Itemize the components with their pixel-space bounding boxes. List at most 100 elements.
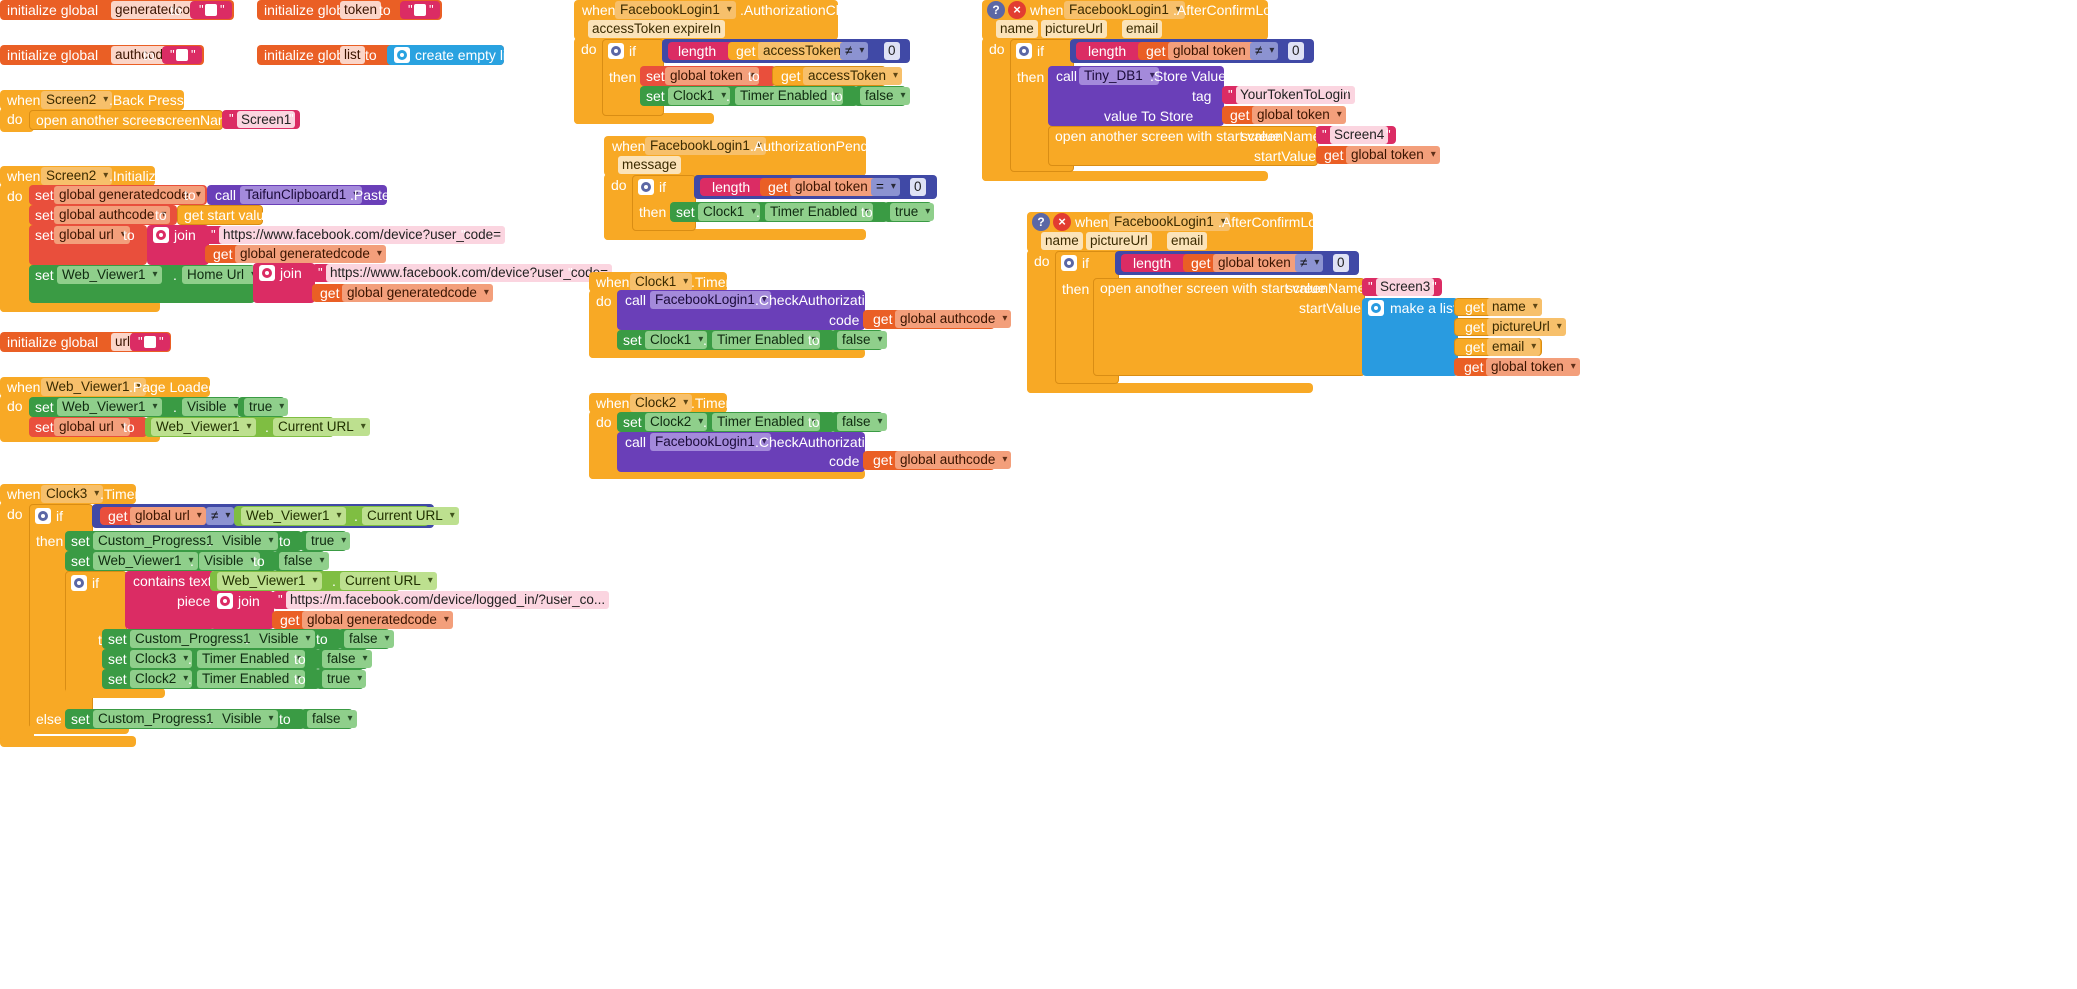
call-tinydb-store-value[interactable]: call Tiny_DB1 .Store Value tag value To … <box>1048 66 1226 126</box>
boolean-dropdown[interactable]: true <box>306 532 351 550</box>
open-screen-with-value[interactable]: open another screen with start value scr… <box>1048 126 1320 166</box>
init-global-authcode[interactable]: initialize global authcode to " " <box>0 45 204 65</box>
component-dropdown[interactable]: Web_Viewer1 <box>41 378 146 396</box>
component-dropdown[interactable]: FacebookLogin1 <box>1109 213 1230 231</box>
set-global-url[interactable]: set global url to <box>29 417 147 437</box>
variable-dropdown[interactable]: pictureUrl <box>1487 318 1566 336</box>
open-another-screen-block[interactable]: open another screen screenName <box>29 110 237 130</box>
global-name-field[interactable]: url <box>111 333 135 351</box>
empty-text-field[interactable] <box>205 4 217 16</box>
length-block[interactable]: length get global token <box>700 178 884 196</box>
variable-dropdown[interactable]: global url <box>54 226 130 244</box>
property-dropdown[interactable]: Current URL <box>273 418 370 436</box>
param-name[interactable]: name <box>1041 232 1083 250</box>
boolean-dropdown[interactable]: false <box>837 413 887 431</box>
set-webviewer-homeurl[interactable]: set Web_Viewer1 . Home Url to <box>29 265 271 303</box>
property-dropdown[interactable]: Current URL <box>340 572 437 590</box>
contains-text-block[interactable]: contains text piece <box>125 571 215 629</box>
property-dropdown[interactable]: Visible <box>217 710 278 728</box>
text-value[interactable]: Screen1 <box>237 111 296 128</box>
empty-text-block[interactable]: " " <box>400 1 440 19</box>
mutator-gear-icon[interactable] <box>71 575 87 591</box>
boolean-false-block[interactable]: false <box>831 330 887 350</box>
component-dropdown[interactable]: Clock3 <box>41 485 104 503</box>
set-progress-visible[interactable]: set Custom_Progress1 . Visible to <box>65 531 302 551</box>
init-global-token[interactable]: initialize global token to " " <box>257 0 442 20</box>
get-global-token[interactable]: get global token <box>1138 42 1262 60</box>
get-access-token[interactable]: get accessToken <box>772 66 903 86</box>
boolean-false-block[interactable]: false <box>831 412 887 432</box>
param-access-token[interactable]: accessToken <box>588 20 675 38</box>
make-a-list-block[interactable]: make a list <box>1362 298 1458 376</box>
property-dropdown[interactable]: Timer Enabled <box>712 331 821 349</box>
set-global-generatedcode[interactable]: set global generatedcode to <box>29 185 207 205</box>
text-block[interactable]: " https://www.facebook.com/device?user_c… <box>205 226 506 244</box>
compare-ne-block[interactable]: get global url ≠ Web_Viewer1 . Current U… <box>92 504 459 528</box>
text-value[interactable]: YourTokenToLogin <box>1236 86 1355 104</box>
join-block[interactable]: join <box>210 591 274 629</box>
component-dropdown[interactable]: Web_Viewer1 <box>57 398 162 416</box>
event-fb-after-confirm-login[interactable]: ? × when FacebookLogin1 .AfterConfirmLog… <box>1027 212 1335 252</box>
compare-eq-block[interactable]: length get global token = 0 <box>694 175 937 199</box>
length-block[interactable]: length get global token <box>1121 254 1307 272</box>
component-dropdown[interactable]: TaifunClipboard1 <box>240 186 363 204</box>
boolean-true-block[interactable]: true <box>316 669 367 689</box>
boolean-false-block[interactable]: false <box>338 629 394 649</box>
set-clock1-timer-enabled[interactable]: set Clock1 . Timer Enabled to <box>640 86 858 106</box>
mutator-gear-icon[interactable] <box>1061 255 1077 271</box>
component-dropdown[interactable]: Screen2 <box>41 91 113 109</box>
component-dropdown[interactable]: FacebookLogin1 <box>615 1 736 19</box>
global-name-field[interactable]: list <box>340 46 365 64</box>
join-block[interactable]: join <box>253 263 315 303</box>
open-screen-with-value[interactable]: open another screen with start value scr… <box>1093 278 1365 376</box>
text-value[interactable]: Screen3 <box>1376 278 1435 296</box>
component-dropdown[interactable]: Clock1 <box>668 87 731 105</box>
param-email[interactable]: email <box>1122 20 1163 38</box>
component-dropdown[interactable]: Web_Viewer1 <box>217 572 322 590</box>
init-global-generatedcode[interactable]: initialize global generatedcode to " " <box>0 0 234 20</box>
param-picture-url[interactable]: pictureUrl <box>1086 232 1152 250</box>
error-close-icon[interactable]: × <box>1053 213 1071 231</box>
set-clock3-timer-enabled[interactable]: set Clock3 . Timer Enabled to <box>102 649 320 669</box>
mutator-gear-icon[interactable] <box>259 265 275 281</box>
variable-dropdown[interactable]: global token <box>1486 358 1580 376</box>
operator-dropdown[interactable]: ≠ <box>1250 42 1279 60</box>
text-block[interactable]: " https://www.facebook.com/device?user_c… <box>312 264 613 282</box>
set-global-token[interactable]: set global token to <box>640 66 776 86</box>
boolean-dropdown[interactable]: true <box>244 398 289 416</box>
get-global-token[interactable]: get global token <box>760 178 884 196</box>
get-global-token[interactable]: get global token <box>1183 254 1307 272</box>
global-name-field[interactable]: authcode <box>111 46 175 64</box>
param-picture-url[interactable]: pictureUrl <box>1041 20 1107 38</box>
event-fb-authorization-pending[interactable]: when FacebookLogin1 .AuthorizationPendin… <box>604 136 887 176</box>
set-progress-visible[interactable]: set Custom_Progress1 . Visible to <box>65 709 305 729</box>
property-dropdown[interactable]: Timer Enabled <box>765 203 874 221</box>
compare-ne-block[interactable]: length get accessToken ≠ 0 <box>662 39 910 63</box>
text-block[interactable]: " Screen4 " <box>1316 126 1396 144</box>
property-dropdown[interactable]: Visible <box>199 552 260 570</box>
call-fb-check-authorization[interactable]: call FacebookLogin1 .CheckAuthorization … <box>617 432 880 472</box>
get-global-generatedcode[interactable]: get global generatedcode <box>312 284 493 302</box>
variable-dropdown[interactable]: name <box>1487 298 1542 316</box>
create-empty-list-block[interactable]: create empty list <box>387 45 517 65</box>
get-global-token[interactable]: get global token <box>1222 106 1346 124</box>
set-webviewer-visible[interactable]: set Web_Viewer1 . Visible to <box>65 551 277 571</box>
length-block[interactable]: length get global token <box>1076 42 1262 60</box>
get-email[interactable]: get email <box>1454 338 1542 356</box>
join-block[interactable]: join <box>147 225 209 265</box>
number-field[interactable]: 0 <box>910 178 926 196</box>
property-dropdown[interactable]: Home Url <box>182 266 261 284</box>
boolean-true-block[interactable]: true <box>884 202 935 222</box>
variable-dropdown[interactable]: global generatedcode <box>302 611 453 629</box>
error-close-icon[interactable]: × <box>1008 1 1026 19</box>
get-picture-url[interactable]: get pictureUrl <box>1454 318 1566 336</box>
global-name-field[interactable]: generatedcode <box>111 1 210 19</box>
property-dropdown[interactable]: Visible <box>182 398 243 416</box>
variable-dropdown[interactable]: global token <box>1213 254 1307 272</box>
boolean-dropdown[interactable]: false <box>860 87 910 105</box>
empty-text-block[interactable]: " " <box>190 1 232 19</box>
component-dropdown[interactable]: Web_Viewer1 <box>93 552 198 570</box>
component-dropdown[interactable]: FacebookLogin1 <box>650 433 771 451</box>
param-message[interactable]: message <box>618 156 681 174</box>
global-name-field[interactable]: token <box>340 1 382 19</box>
